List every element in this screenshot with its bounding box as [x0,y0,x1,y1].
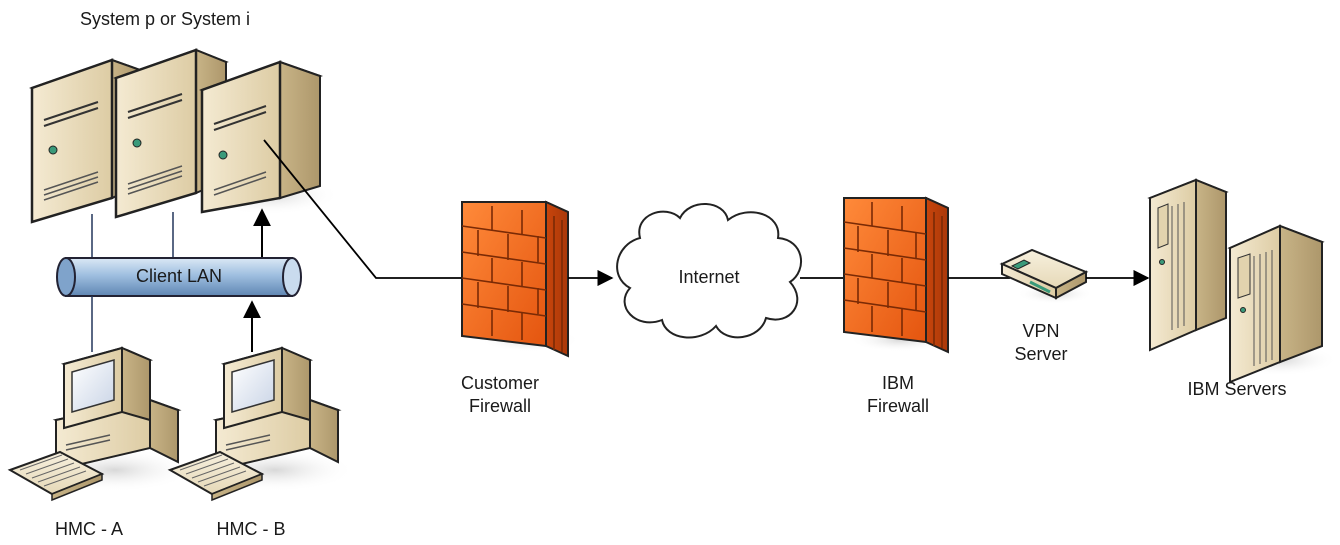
ibm-servers-label: IBM Servers [1187,379,1287,399]
network-router-icon [999,248,1093,304]
ibm-firewall-label: IBM Firewall [848,372,948,418]
internet-label: Internet [678,267,740,287]
system-servers-group [29,48,340,224]
brick-firewall-icon [461,200,580,358]
tower-server-icon [1227,224,1325,384]
systems-label: System p or System i [80,9,251,29]
client-lan-label: Client LAN [135,266,223,286]
vpn-server-label-line2: Server [1014,344,1068,364]
customer-firewall-label-line2: Firewall [468,396,531,416]
tower-server-icon [199,60,323,214]
desktop-computer-icon [7,346,195,502]
lan-bus-cylinder [56,257,302,297]
ibm-firewall-label-line2: Firewall [866,396,929,416]
hmc-b-label: HMC - B [216,519,286,539]
cloud-icon [616,203,802,339]
vpn-server-label: VPN Server [996,320,1086,366]
customer-firewall-label-line1: Customer [460,373,540,393]
ibm-firewall-label-line1: IBM [881,373,914,393]
brick-firewall-icon [843,196,950,354]
vpn-server-label-line1: VPN [1022,321,1060,341]
customer-firewall-label: Customer Firewall [450,372,550,418]
desktop-computer-icon [167,346,355,502]
hmc-a-label: HMC - A [54,519,123,539]
